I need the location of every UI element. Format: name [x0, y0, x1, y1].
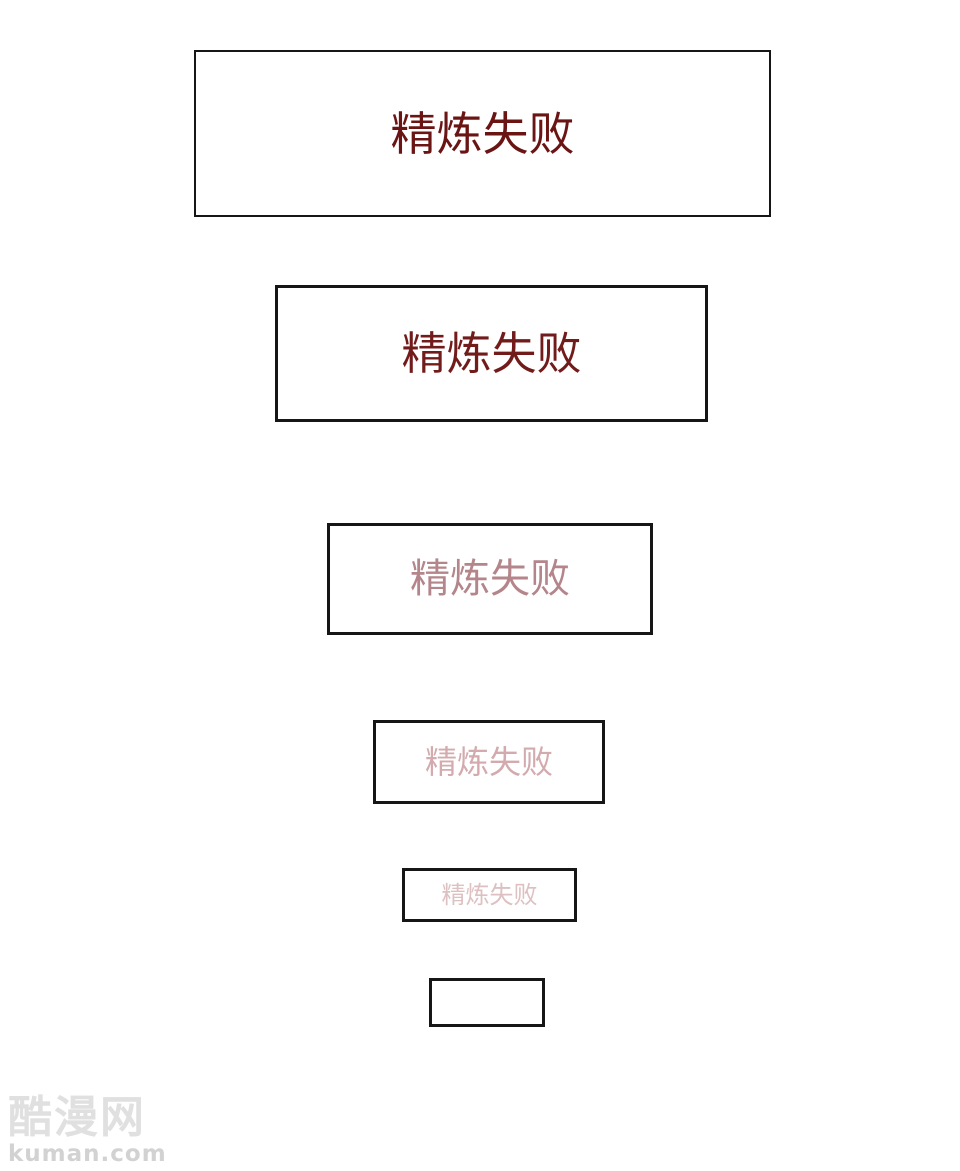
watermark: 酷漫网 kuman.com	[8, 1096, 167, 1166]
caption-text-5: 精炼失败	[441, 881, 538, 909]
caption-box-1: 精炼失败	[194, 50, 771, 217]
watermark-site-name: 酷漫网	[8, 1092, 146, 1143]
caption-box-2: 精炼失败	[275, 285, 708, 422]
caption-box-6-empty	[429, 978, 545, 1027]
caption-text-2: 精炼失败	[401, 327, 582, 380]
caption-box-5: 精炼失败	[402, 868, 577, 922]
caption-text-1: 精炼失败	[390, 106, 575, 161]
caption-box-3: 精炼失败	[327, 523, 653, 635]
watermark-site-url: kuman.com	[8, 1141, 167, 1167]
caption-box-4: 精炼失败	[373, 720, 605, 804]
caption-text-4: 精炼失败	[424, 743, 553, 781]
caption-text-3: 精炼失败	[410, 556, 570, 602]
